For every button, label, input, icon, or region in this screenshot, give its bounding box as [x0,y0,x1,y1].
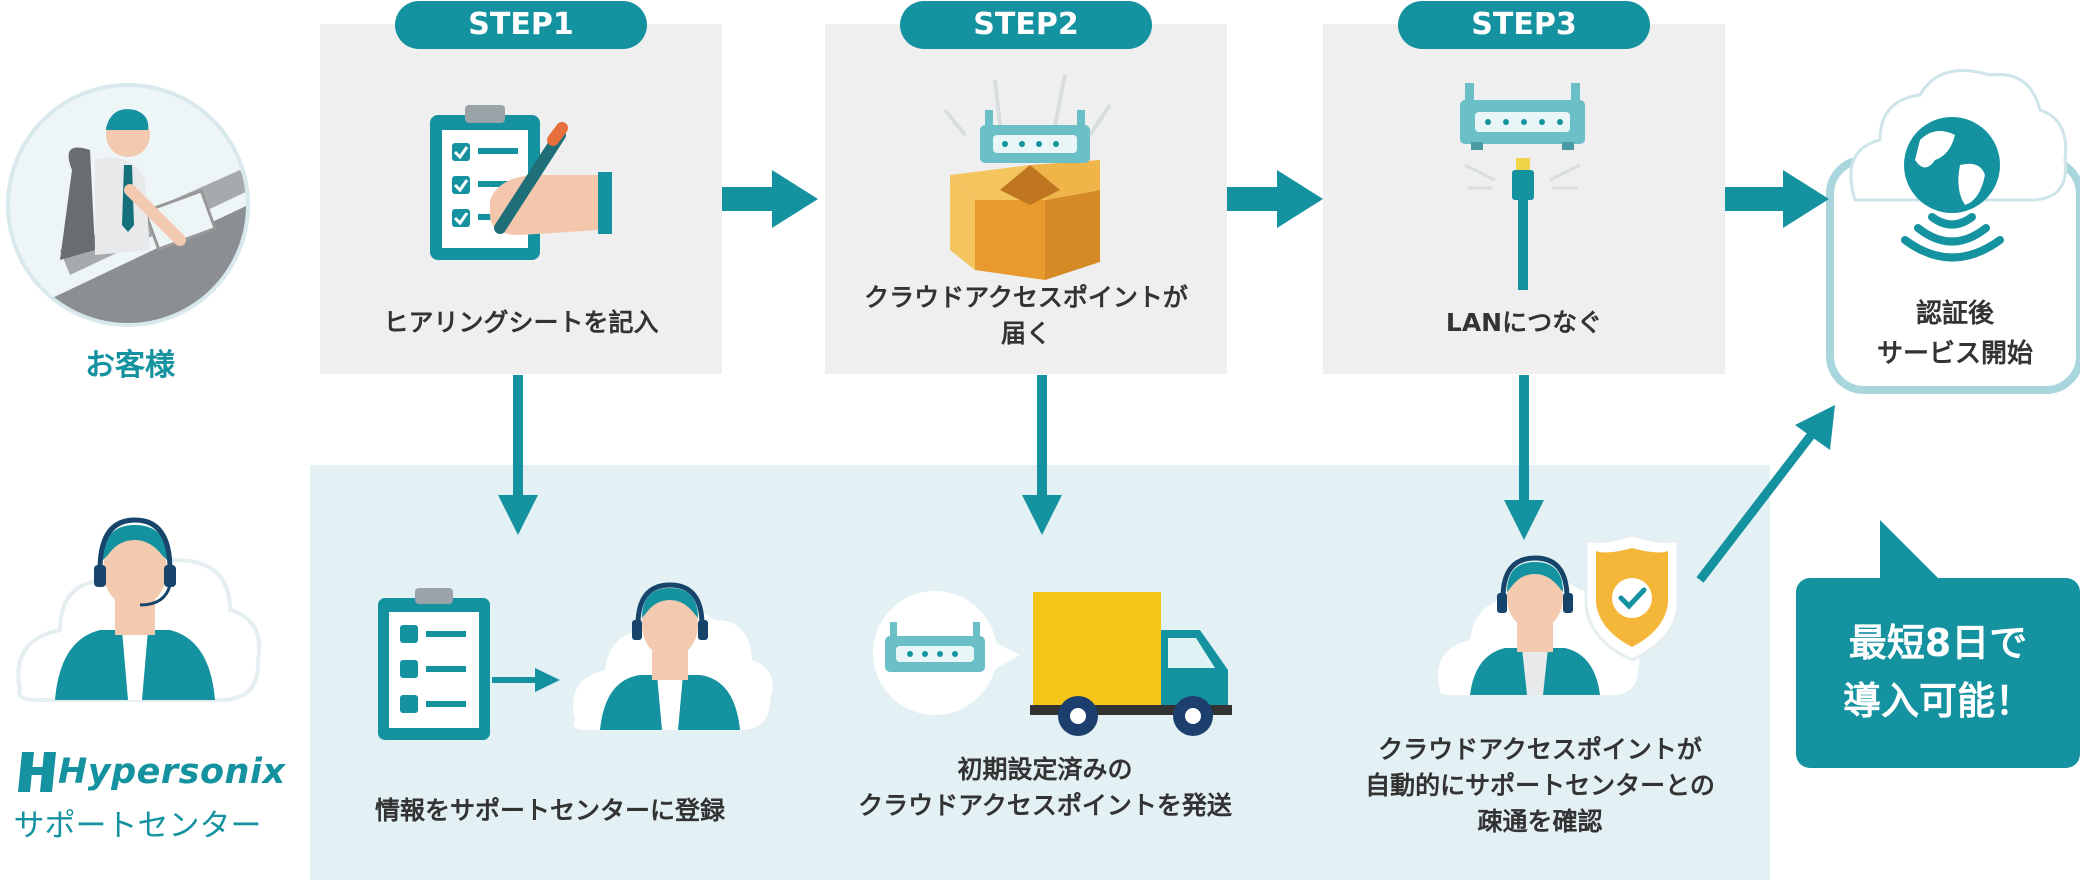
router-lan-cable-icon [1460,83,1585,290]
callout-tail [1880,520,1940,580]
step1-badge: STEP1 [395,1,647,49]
customer-illustration [6,83,250,327]
shipping-label: 初期設定済みの クラウドアクセスポイントを発送 [800,752,1290,824]
hypersonix-logo [18,752,56,792]
support-operator-illustration [16,517,262,702]
register-label: 情報をサポートセンターに登録 [330,793,770,829]
step3-label-line: LANにつなぐ [1445,308,1603,337]
service-start-line2: サービス開始 [1876,339,2033,369]
step-arrows [722,170,1829,228]
register-illustration [378,582,773,740]
callout-line1: 最短8日で [1848,621,2028,665]
verify-label: クラウドアクセスポイントが 自動的にサポートセンターとの 疎通を確認 [1330,732,1750,840]
customer-label: お客様 [85,348,175,383]
shipping-illustration [873,591,1232,736]
verify-label-line2: 自動的にサポートセンターとの [1365,771,1715,800]
verify-label-line3: 疎通を確認 [1477,807,1603,836]
hypersonix-logo-text: Hypersonix [58,752,286,792]
service-start-label: 認証後 サービス開始 [1830,294,2080,374]
router-box-icon [943,74,1112,280]
shipping-label-line1: 初期設定済みの [957,755,1133,784]
step2-badge: STEP2 [900,1,1152,49]
verify-label-line1: クラウドアクセスポイントが [1378,735,1702,764]
step2-label-line2: 届く [1000,319,1051,348]
step2-label: クラウドアクセスポイントが 届く [825,280,1227,352]
clipboard-checklist-icon [430,105,612,260]
step2-label-line1: クラウドアクセスポイントが [864,283,1188,312]
step3-label: LANにつなぐ [1323,305,1725,341]
service-start-line1: 認証後 [1915,299,1994,329]
verify-illustration [1438,533,1680,695]
step1-label-line: ヒアリングシートを記入 [383,308,659,337]
register-label-line: 情報をサポートセンターに登録 [374,796,725,825]
callout-box: 最短8日で 導入可能！ [1796,578,2080,768]
cloud-service-box [1826,69,2080,394]
step1-label: ヒアリングシートを記入 [320,305,722,341]
callout-line2: 導入可能！ [1842,679,2033,723]
shipping-label-line2: クラウドアクセスポイントを発送 [858,791,1232,820]
step3-badge: STEP3 [1398,1,1650,49]
diagonal-arrow [1696,405,1835,583]
down-arrows [498,375,1544,540]
support-center-label: サポートセンター [13,808,262,844]
